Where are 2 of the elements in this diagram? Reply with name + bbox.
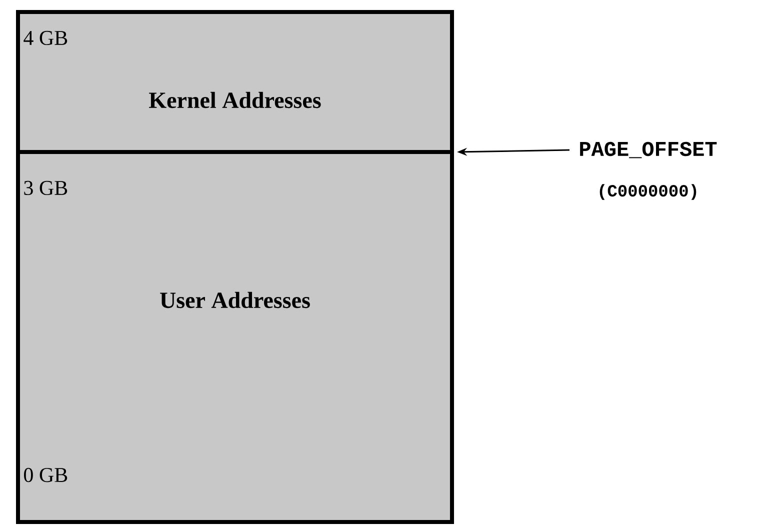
address-label: PAGE_OFFSET (C0000000) [580,142,717,200]
memory-region: 4 GB Kernel Addresses [16,10,454,154]
